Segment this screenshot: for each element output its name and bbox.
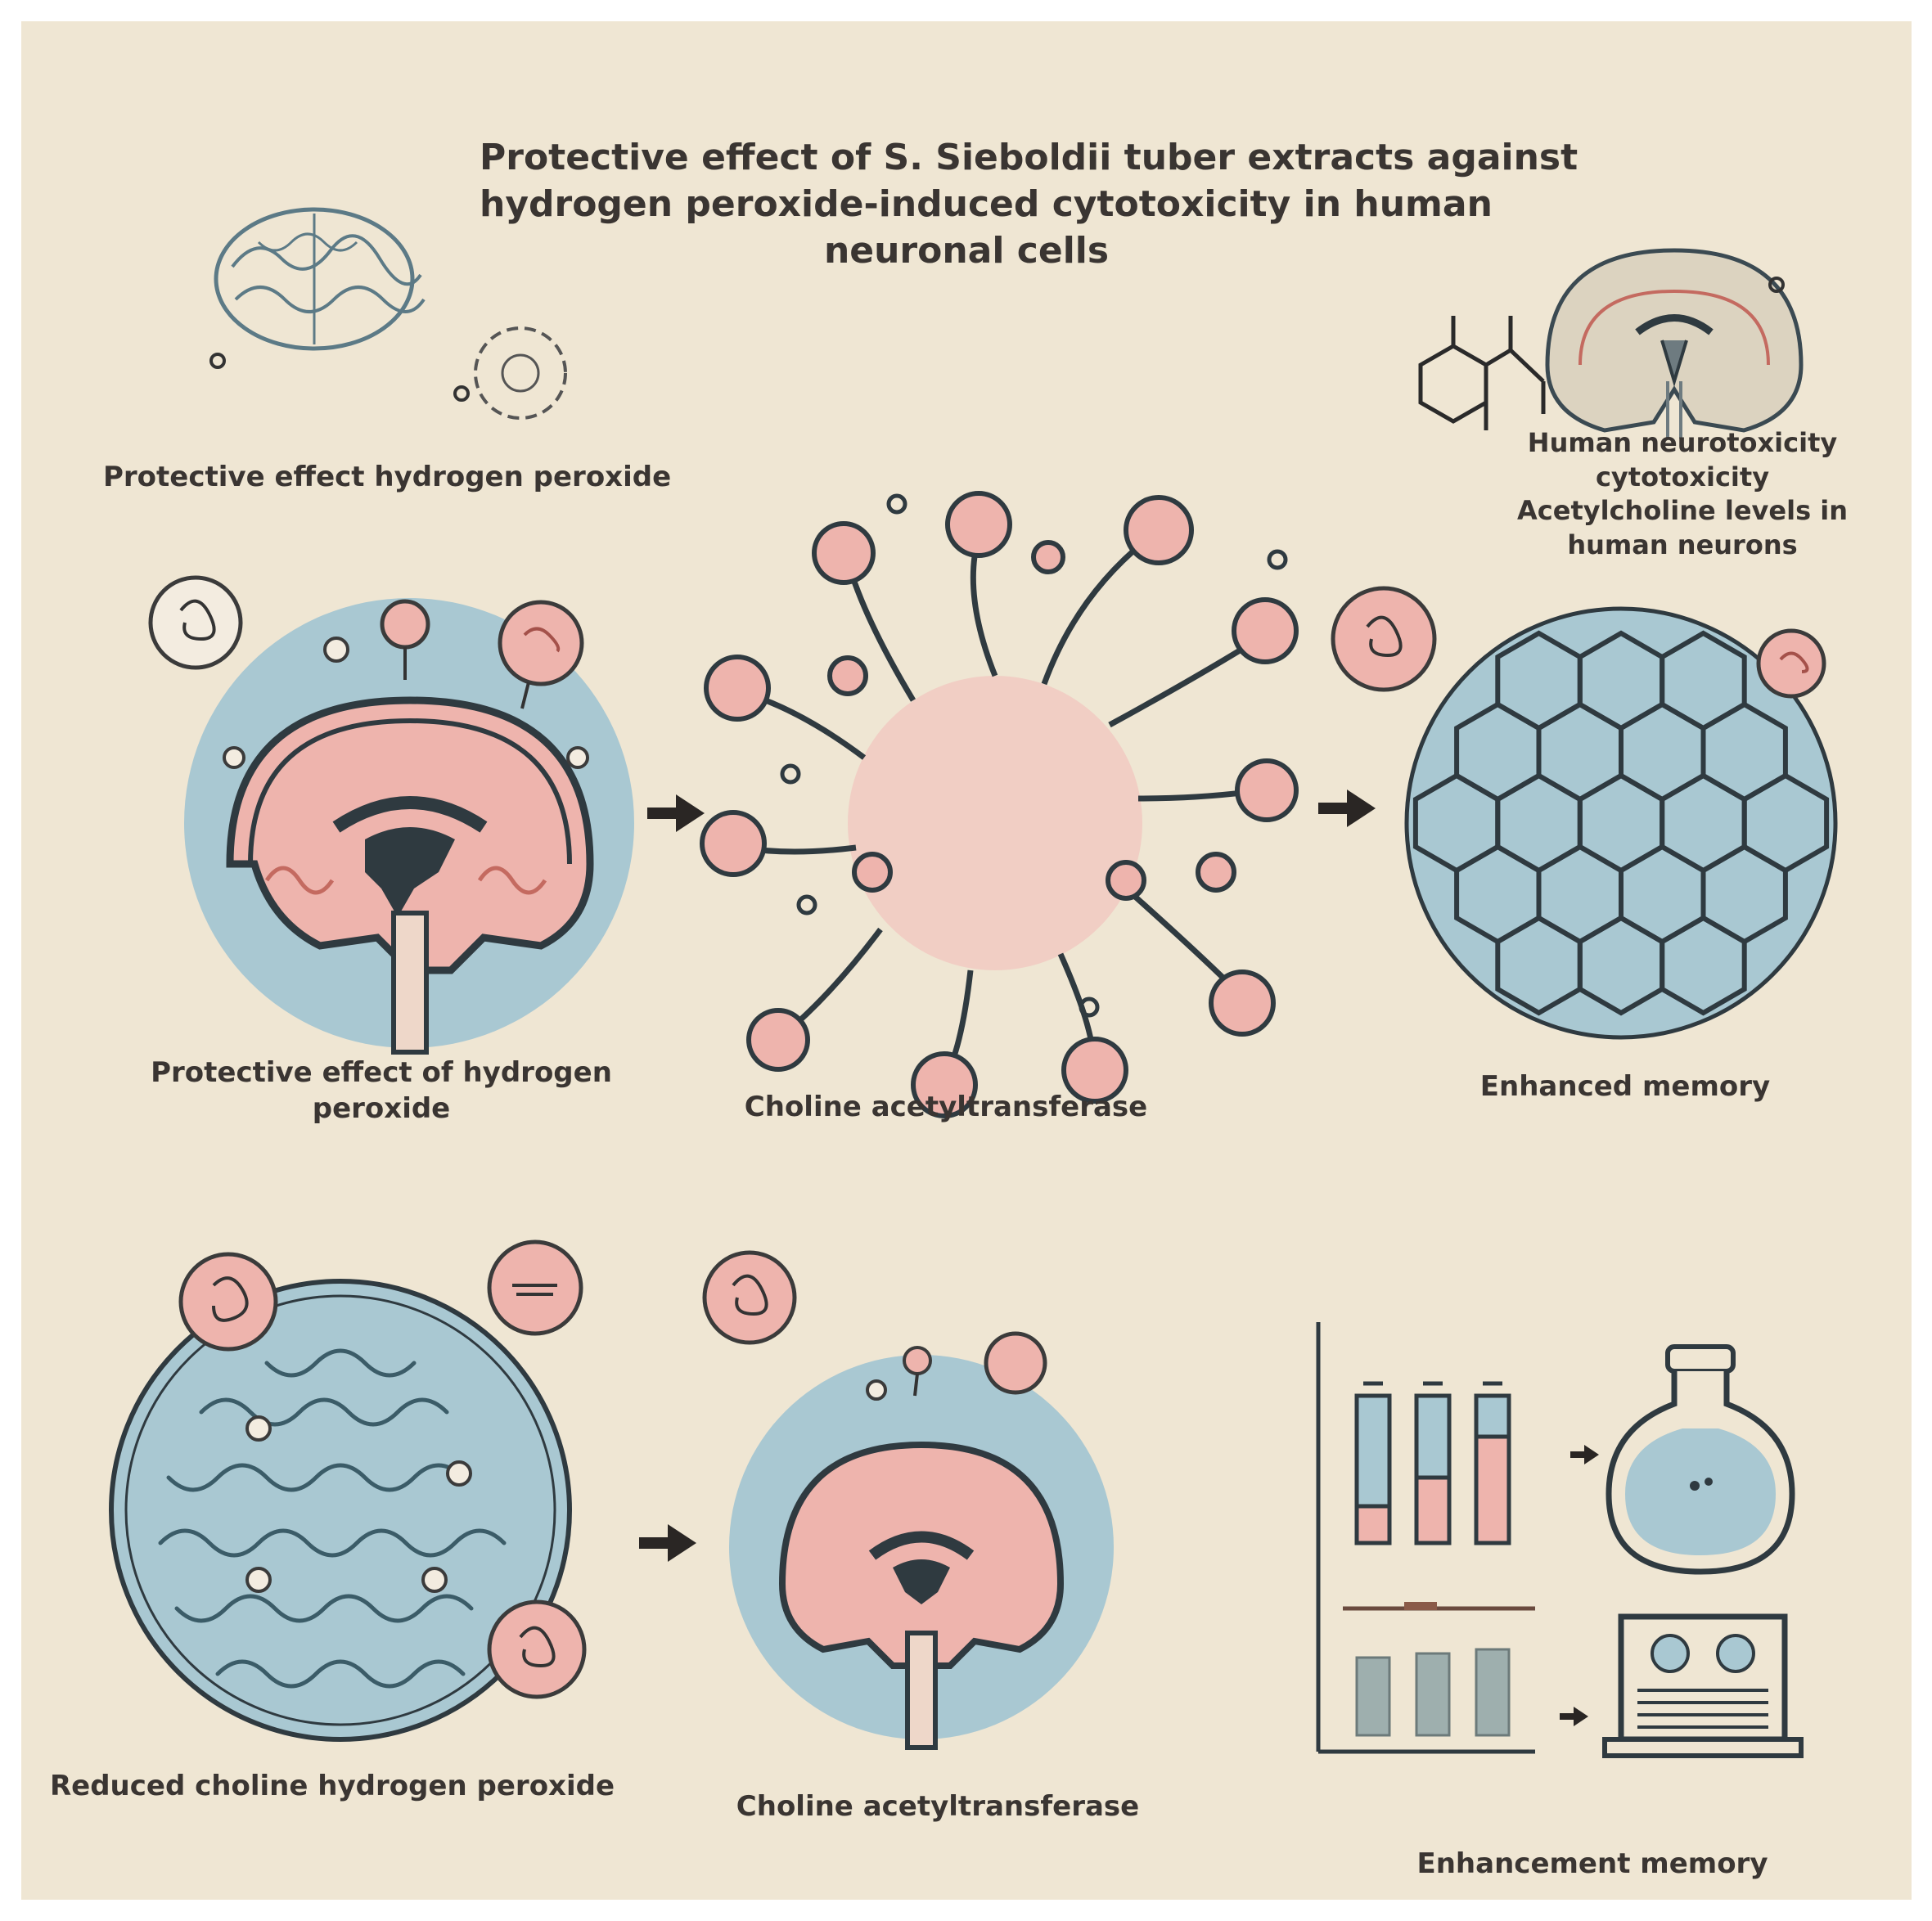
arrow-right-icon (1318, 790, 1376, 827)
label-row1-mid: Choline acetyltransferase (744, 1091, 1148, 1123)
brain-circle-row1 (184, 598, 634, 1055)
illustrations (109, 207, 1838, 1758)
radial-neuron-icon (700, 491, 1299, 1118)
flask-icon (1605, 1344, 1795, 1575)
title-line-3: neuronal cells (823, 230, 1110, 272)
label-row2-right: Enhancement memory (1416, 1847, 1768, 1880)
molecule-structure-icon (1418, 316, 1546, 430)
hexagon-tissue-circle (1331, 586, 1838, 1040)
arrow-right-icon (639, 1524, 696, 1562)
title-line-2: hydrogen peroxide-induced cytotoxicity i… (480, 183, 1493, 226)
label-top-left: Protective effect hydrogen peroxide (103, 461, 672, 493)
particles-row1-left (148, 575, 589, 769)
label-top-right-line-2: cytotoxicity (1595, 461, 1770, 493)
label-row1-left: Protective effect of hydrogen peroxide (111, 1055, 651, 1127)
small-cell-sketch-icon (453, 326, 567, 420)
label-row1-left-line-1: Protective effect of hydrogen (151, 1056, 612, 1089)
test-tube-icon (1354, 1381, 1511, 1545)
label-row2-left: Reduced choline hydrogen peroxide (49, 1770, 615, 1802)
label-top-right: Human neurotoxicity cytotoxicity Acetylc… (1461, 426, 1903, 562)
label-row1-left-line-2: peroxide (312, 1092, 451, 1126)
label-row1-right: Enhanced memory (1479, 1070, 1771, 1103)
brain-circle-row2 (702, 1250, 1114, 1750)
arrow-right-icon (647, 794, 705, 832)
label-top-right-line-4: human neurons (1567, 529, 1798, 560)
small-brain-sketch-icon (209, 207, 426, 369)
label-top-right-line-1: Human neurotoxicity (1527, 427, 1838, 458)
diagram-title: Protective effect of S. Sieboldii tuber … (480, 134, 1578, 275)
label-top-right-line-3: Acetylcholine levels in (1517, 495, 1848, 527)
diagram-canvas: Protective effect of S. Sieboldii tuber … (21, 21, 1912, 1900)
title-line-1: Protective effect of S. Sieboldii tuber … (480, 137, 1578, 178)
hexagon-cell (1660, 915, 1747, 1016)
results-panel (1316, 1322, 1804, 1758)
textured-tissue-circle (109, 1239, 587, 1742)
brain-cross-section-small-icon (1545, 248, 1804, 439)
label-row2-mid: Choline acetyltransferase (736, 1790, 1140, 1823)
monitor-icon (1602, 1613, 1804, 1758)
